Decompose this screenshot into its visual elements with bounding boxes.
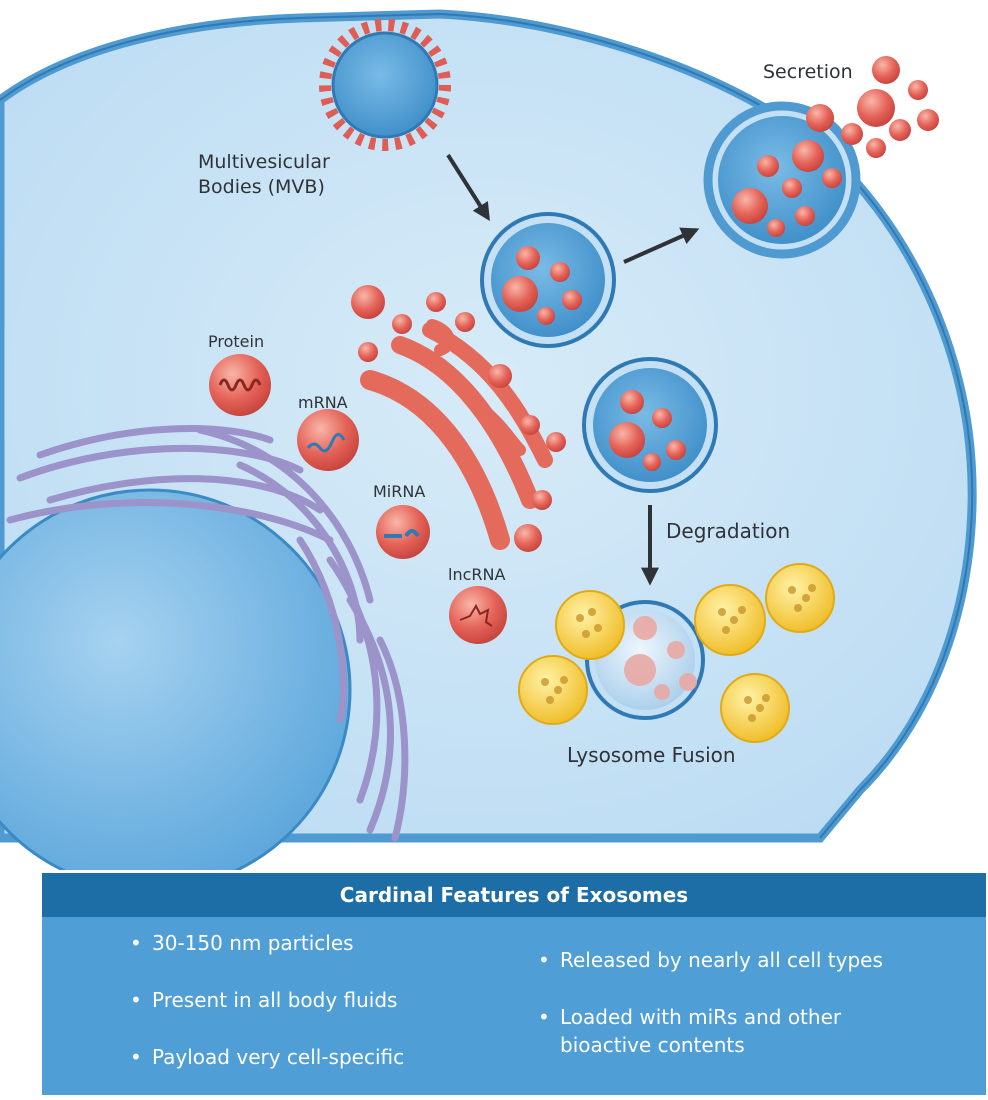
feature-released: Released by nearly all cell types [538, 946, 883, 974]
exosome-diagram: Secretion Multivesicular Bodies (MVB) Pr… [0, 9, 977, 870]
endoplasmic-reticulum [6, 425, 409, 842]
label-mvb-line1: Multivesicular [198, 151, 330, 173]
intraluminal-vesicles [502, 140, 842, 471]
feature-payload: Payload very cell-specific [130, 1043, 404, 1071]
panel-title: Cardinal Features of Exosomes [42, 873, 986, 917]
feature-loaded-cont: bioactive contents [560, 1033, 745, 1057]
feature-size: 30-150 nm particles [130, 929, 354, 957]
label-mirna: MiRNA [373, 482, 425, 501]
lysosome-granules [541, 584, 816, 722]
lncrna-molecule [449, 586, 507, 644]
secreted-exosomes [806, 56, 939, 158]
protein-molecule [209, 354, 271, 416]
mvb-budding [319, 19, 451, 151]
label-degradation: Degradation [666, 519, 790, 543]
golgi-apparatus [360, 319, 553, 550]
mvb-degradation [582, 357, 718, 493]
features-panel: Cardinal Features of Exosomes 30-150 nm … [42, 873, 986, 1095]
mrna-molecule [297, 409, 359, 471]
label-mrna: mRNA [298, 393, 348, 412]
nucleus [0, 488, 352, 870]
label-mvb-line2: Bodies (MVB) [198, 176, 325, 198]
feature-body-fluids: Present in all body fluids [130, 986, 398, 1014]
golgi-vesicles [351, 285, 566, 552]
mirna-molecule [376, 505, 430, 559]
arrow-to-secretion [623, 227, 700, 264]
label-protein: Protein [208, 332, 264, 351]
degraded-exosomes [624, 616, 697, 700]
label-lncrna: lncRNA [448, 565, 505, 584]
label-lysosome-fusion: Lysosome Fusion [567, 743, 736, 767]
feature-loaded: Loaded with miRs and other [538, 1003, 841, 1031]
mvb-vesicle [480, 212, 616, 348]
arrow-mvb-to-vesicle [446, 153, 490, 222]
label-secretion: Secretion [763, 61, 853, 83]
